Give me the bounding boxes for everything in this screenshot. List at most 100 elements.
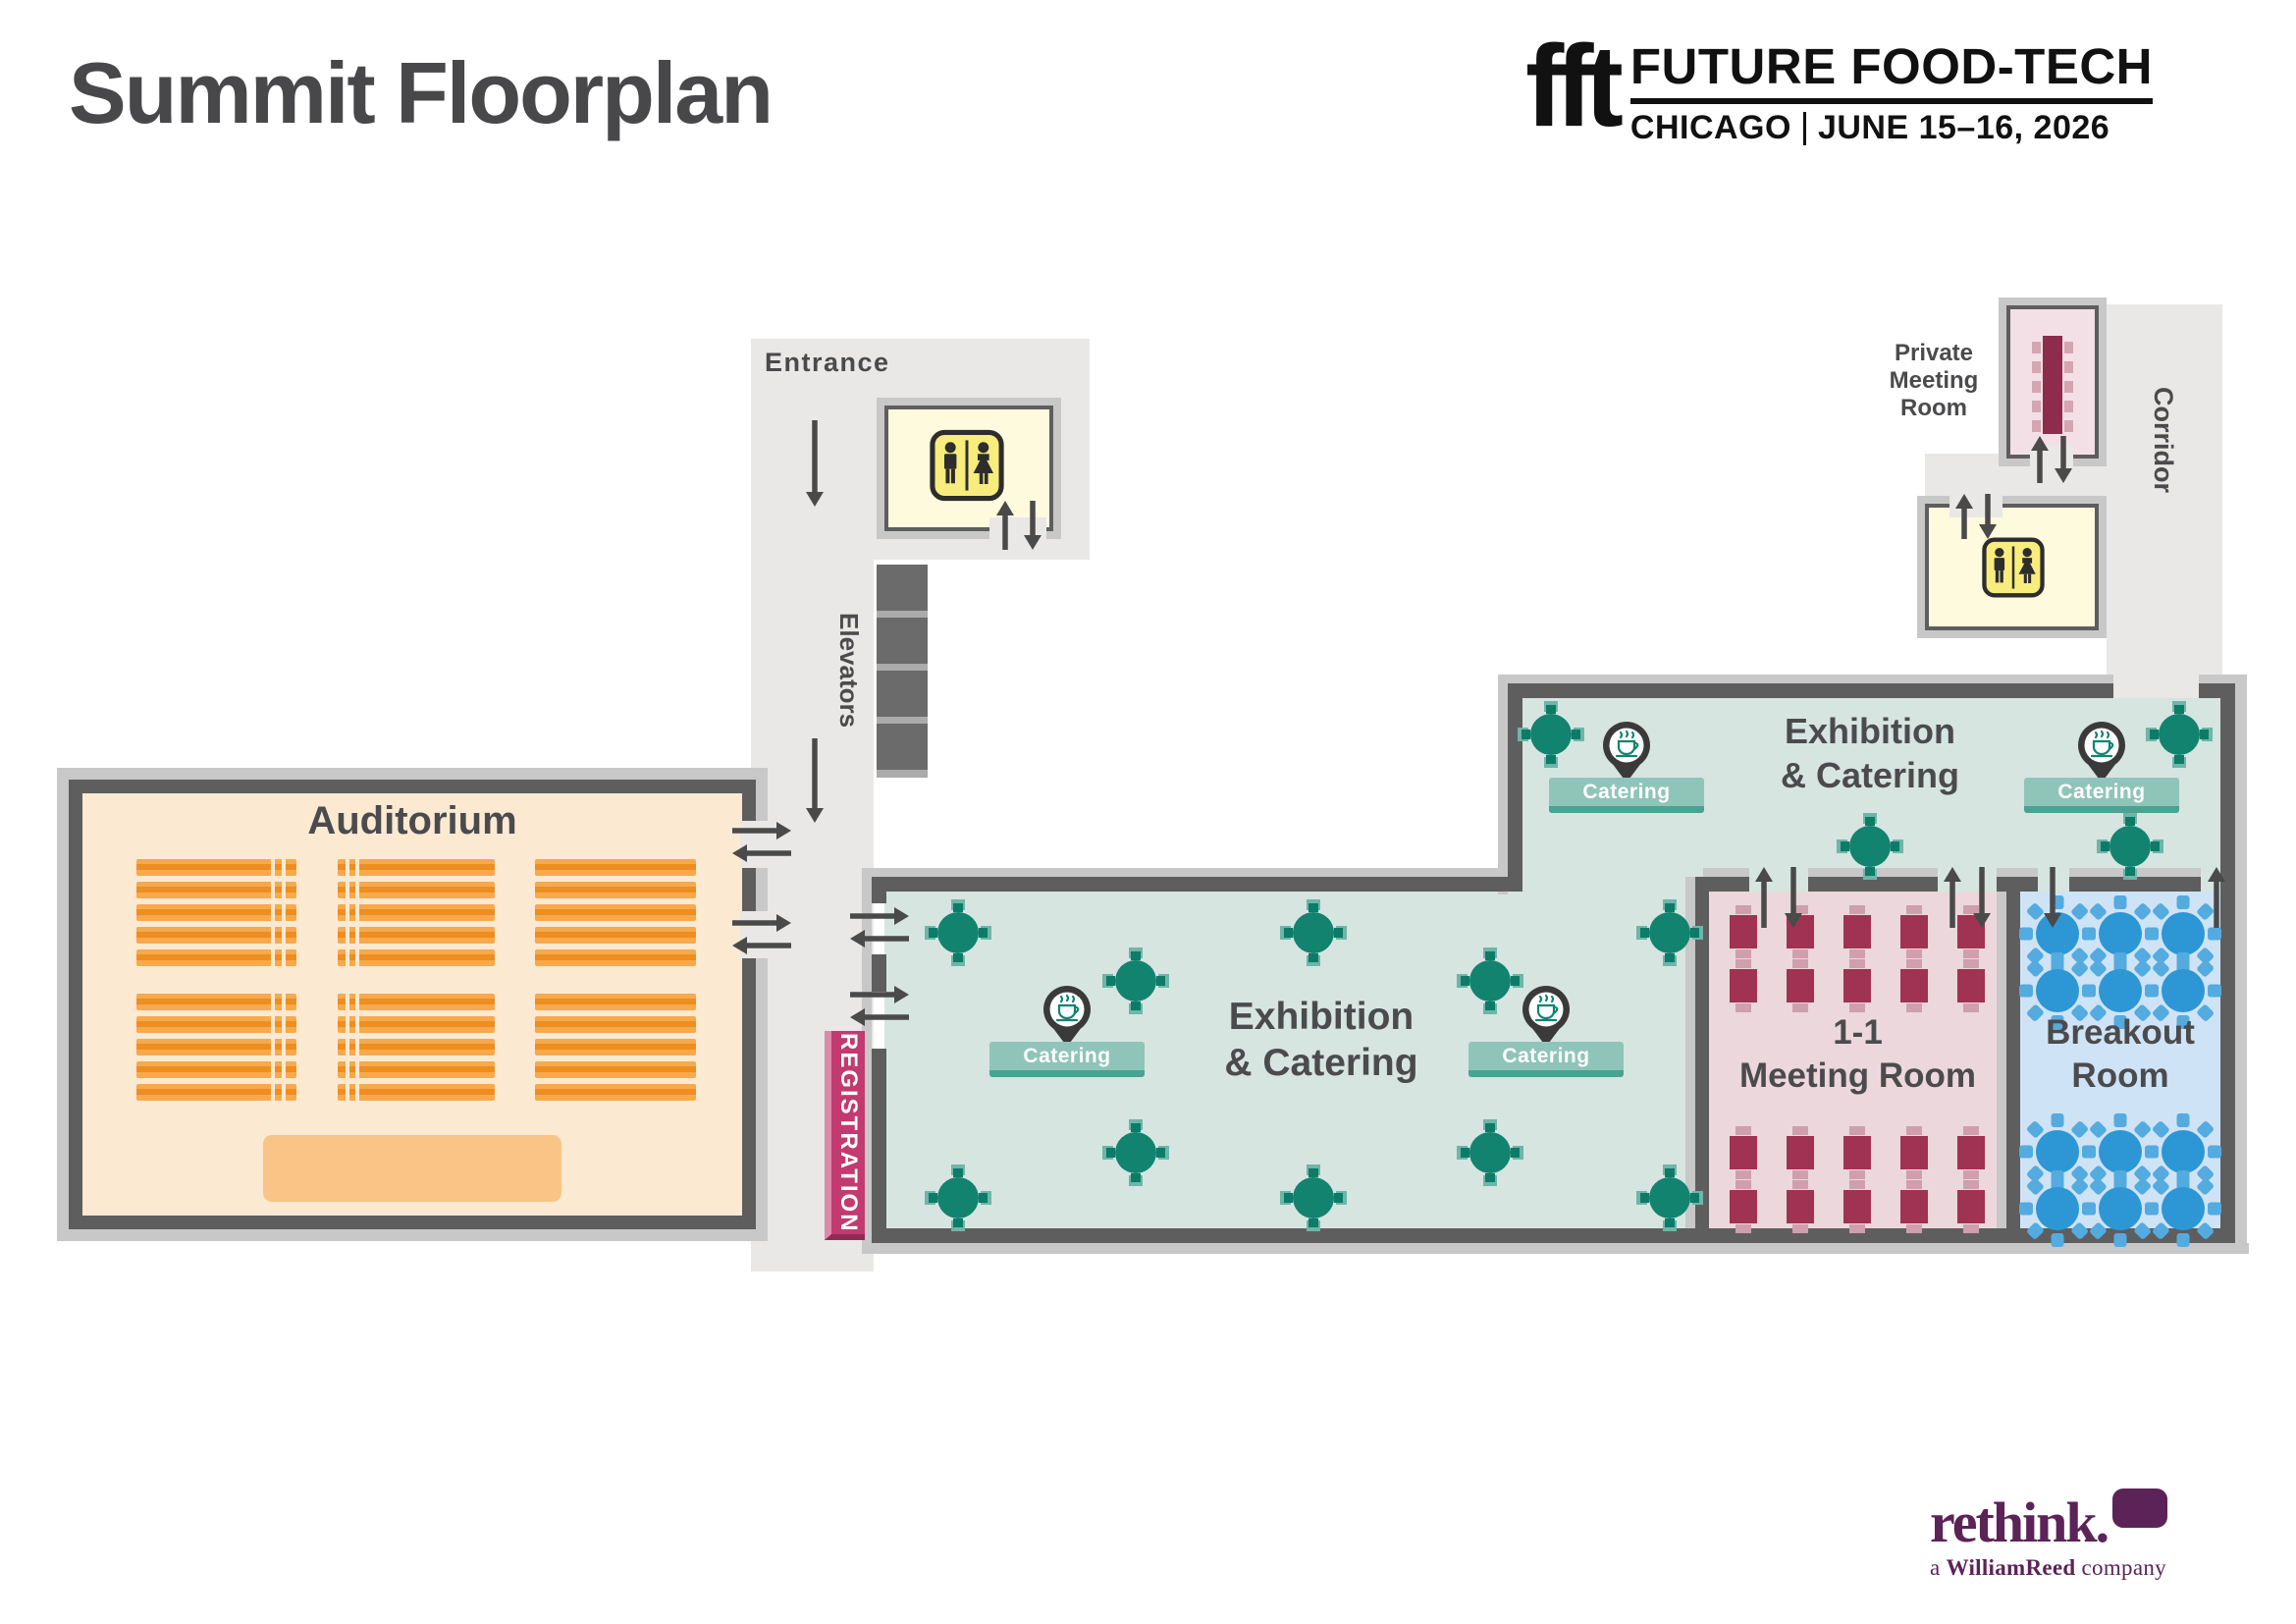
seat-row-aisle xyxy=(270,1061,275,1078)
event-logo: fft FUTURE FOOD-TECH CHICAGO JUNE 15–16,… xyxy=(1525,28,2154,147)
meeting-chair xyxy=(1792,1170,1808,1179)
direction-arrow-icon xyxy=(850,986,909,1003)
catering-pin-icon xyxy=(1522,986,1570,1047)
seat-row-aisle xyxy=(346,904,349,921)
private-meeting-chair xyxy=(2032,401,2041,412)
auditorium-seat-row xyxy=(535,927,696,944)
elevators-label: Elevators xyxy=(834,613,864,729)
meeting-table-top xyxy=(1787,1190,1814,1223)
seat-row-aisle xyxy=(281,1016,286,1033)
wall xyxy=(872,877,886,903)
auditorium-stage xyxy=(263,1135,561,1202)
restroom-sign-icon xyxy=(1982,537,2045,598)
auditorium-seat-row xyxy=(535,1016,696,1033)
auditorium-seat-row xyxy=(338,1016,495,1033)
elevator xyxy=(877,618,928,664)
meeting-table xyxy=(1893,1180,1936,1233)
wall xyxy=(2006,892,2020,1228)
elevator xyxy=(877,565,928,611)
private-meeting-chair xyxy=(2064,361,2073,373)
auditorium-seat-row xyxy=(535,882,696,898)
catering-station: Catering xyxy=(2024,720,2179,813)
seat-row-aisle xyxy=(355,1061,360,1078)
seat-row-aisle xyxy=(281,1039,286,1056)
exhibition-table xyxy=(1280,899,1347,966)
meeting-chair xyxy=(1849,949,1865,958)
seat-row-aisle xyxy=(270,882,275,898)
wall xyxy=(1997,877,2038,892)
exhibition-table xyxy=(2146,701,2213,768)
meeting-chair xyxy=(1735,949,1751,958)
meeting-table xyxy=(1893,1126,1936,1179)
breakout-table xyxy=(2082,1170,2159,1247)
auditorium-seat-row xyxy=(136,927,296,944)
catering-station: Catering xyxy=(1468,984,1624,1077)
seat-row-aisle xyxy=(355,859,360,876)
meeting-table-top xyxy=(1730,969,1757,1002)
rethink-block-icon xyxy=(2112,1489,2168,1528)
meeting-chair xyxy=(1849,1170,1865,1179)
direction-arrow-icon xyxy=(850,907,909,925)
wall xyxy=(872,1049,886,1228)
auditorium-seat-row xyxy=(535,859,696,876)
meeting-chair xyxy=(1735,905,1751,914)
breakout-table xyxy=(2145,952,2221,1029)
rethink-logo: rethink. a WilliamReed company xyxy=(1930,1489,2168,1581)
auditorium-seat-row xyxy=(136,1084,296,1101)
private-meeting-room-label: Private Meeting Room xyxy=(1889,340,1979,421)
auditorium-seat-row xyxy=(136,1061,296,1078)
catering-pin-icon xyxy=(1043,986,1091,1047)
meeting-chair xyxy=(1792,905,1808,914)
meeting-chair xyxy=(1849,1003,1865,1012)
meeting-table xyxy=(1722,905,1765,958)
meeting-chair xyxy=(1906,905,1922,914)
seat-row-aisle xyxy=(346,1061,349,1078)
meeting-table-top xyxy=(1900,915,1928,948)
meeting-chair xyxy=(1906,1180,1922,1189)
meeting-chair xyxy=(1792,1224,1808,1233)
restroom-corridor xyxy=(1917,496,2107,638)
meeting-chair xyxy=(1906,1126,1922,1135)
meeting-table xyxy=(1836,1180,1879,1233)
seat-row-aisle xyxy=(270,859,275,876)
wall-outer-band xyxy=(862,868,1520,877)
meeting-table xyxy=(1836,1126,1879,1179)
seat-row-aisle xyxy=(281,904,286,921)
wall xyxy=(2069,877,2201,892)
private-meeting-chair xyxy=(2032,420,2041,432)
exhibition-table xyxy=(1102,1119,1169,1186)
elevator xyxy=(877,671,928,717)
meeting-table xyxy=(1722,1126,1765,1179)
direction-arrow-icon xyxy=(1024,501,1041,550)
private-meeting-chair xyxy=(2032,342,2041,353)
meeting-table xyxy=(1949,1180,1993,1233)
meeting-table-top xyxy=(1730,915,1757,948)
direction-arrow-icon xyxy=(1979,494,1997,539)
meeting-table xyxy=(1722,959,1765,1012)
exhibition-table xyxy=(1457,947,1523,1014)
auditorium-seat-row xyxy=(338,1061,495,1078)
meeting-chair xyxy=(1792,1126,1808,1135)
wall xyxy=(872,877,1520,892)
meeting-chair xyxy=(1735,1170,1751,1179)
seat-row-aisle xyxy=(270,904,275,921)
elevator xyxy=(877,724,928,770)
seat-row-aisle xyxy=(270,927,275,944)
meeting-table-top xyxy=(1843,1190,1871,1223)
direction-arrow-icon xyxy=(732,822,791,839)
catering-bar: Catering xyxy=(2024,778,2179,813)
meeting-table-top xyxy=(1900,1136,1928,1169)
direction-arrow-icon xyxy=(806,420,824,507)
entrance-label: Entrance xyxy=(765,348,890,377)
rethink-wordmark: rethink. xyxy=(1930,1490,2109,1554)
seat-row-aisle xyxy=(346,1084,349,1101)
seat-row-aisle xyxy=(270,1039,275,1056)
wall xyxy=(1695,877,1709,1228)
meeting-table-top xyxy=(1900,1190,1928,1223)
auditorium-seat-row xyxy=(338,994,495,1010)
breakout-room-label: Breakout Room xyxy=(2046,1013,2195,1095)
meeting-chair xyxy=(1735,1003,1751,1012)
meeting-room-label: 1-1 Meeting Room xyxy=(1738,1013,1977,1095)
wall xyxy=(1508,683,2113,698)
wall-outer-band xyxy=(862,1243,2249,1254)
